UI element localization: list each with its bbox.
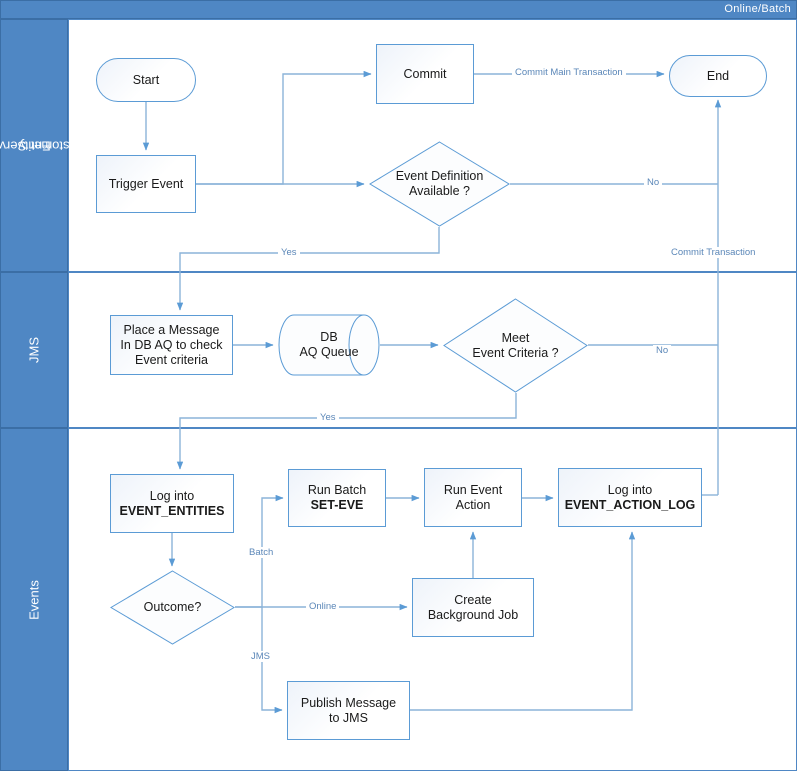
node-run-batch-set-eve-line2: SET-EVE <box>310 498 364 512</box>
node-end[interactable]: End <box>669 55 767 97</box>
edge-label-commit-main-transaction: Commit Main Transaction <box>512 67 626 78</box>
edge-label-criteria-no: No <box>653 345 672 356</box>
node-log-into-event-action-log-line2: EVENT_ACTION_LOG <box>564 497 696 512</box>
cylinder-shape <box>278 314 380 376</box>
node-run-batch-set-eve[interactable]: Run Batch SET-EVE <box>288 469 386 527</box>
node-start[interactable]: Start <box>96 58 196 102</box>
lane-label-jms: JMS <box>26 337 42 363</box>
edge-label-outcome-jms: JMS <box>248 651 273 662</box>
node-end-label: End <box>706 68 730 83</box>
node-commit[interactable]: Commit <box>376 44 474 104</box>
node-log-into-event-action-log-line1: Log into <box>607 482 653 497</box>
edge-label-event-def-yes: Yes <box>278 247 300 258</box>
pool-header <box>0 0 797 19</box>
node-trigger-event-label: Trigger Event <box>108 176 184 191</box>
edge-label-criteria-yes: Yes <box>317 412 339 423</box>
edge-label-outcome-online: Online <box>306 601 340 612</box>
node-trigger-event[interactable]: Trigger Event <box>96 155 196 213</box>
lane-header-jms: JMS <box>0 272 68 428</box>
node-log-into-event-entities-line1: Log into <box>149 488 195 503</box>
pool-title: Online/Batch <box>724 3 791 15</box>
lane-header-events: Events <box>0 428 68 771</box>
edge-label-outcome-batch: Batch <box>246 547 277 558</box>
node-commit-label: Commit <box>403 66 447 81</box>
node-run-batch-set-eve-line1: Run Batch <box>307 483 367 497</box>
diamond-shape <box>369 141 510 227</box>
node-outcome-label: Outcome? <box>143 600 202 614</box>
node-log-into-event-action-log[interactable]: Log into EVENT_ACTION_LOG <box>558 468 702 527</box>
node-outcome[interactable]: Outcome? <box>110 570 235 645</box>
diamond-shape <box>110 570 235 645</box>
diamond-shape <box>443 298 588 393</box>
edge-label-event-def-no: No <box>644 177 663 188</box>
node-start-label: Start <box>132 72 160 87</box>
lane-label-events: Events <box>26 579 42 620</box>
node-log-into-event-entities[interactable]: Log into EVENT_ENTITIES <box>110 474 234 533</box>
edge-label-commit-transaction: Commit Transaction <box>668 247 759 258</box>
node-log-into-event-entities-line2: EVENT_ENTITIES <box>119 503 225 518</box>
